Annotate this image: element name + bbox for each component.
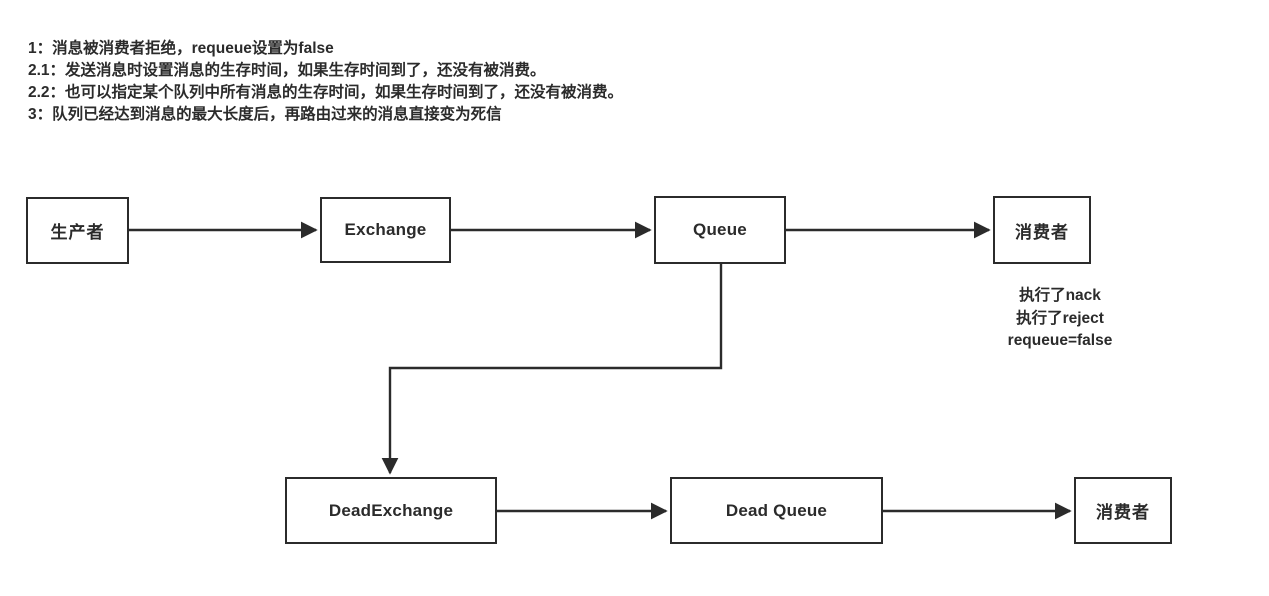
nack-annotation: 执行了nack 执行了reject requeue=false <box>960 285 1160 353</box>
node-dead-exchange-label: DeadExchange <box>328 500 454 520</box>
node-dead-queue-label: Dead Queue <box>725 500 828 520</box>
nack-annotation-line-1: 执行了nack <box>1019 287 1101 304</box>
node-producer-label: 生产者 <box>50 223 105 242</box>
node-exchange[interactable]: Exchange <box>320 197 451 263</box>
nack-annotation-line-3: requeue=false <box>1007 332 1113 349</box>
note-line-3: 2.2：也可以指定某个队列中所有消息的生存时间，如果生存时间到了，还没有被消费。 <box>28 84 624 101</box>
notes-block: 1：消息被消费者拒绝，requeue设置为false 2.1：发送消息时设置消息… <box>28 38 1128 126</box>
node-queue-label: Queue <box>693 220 747 239</box>
node-exchange-label: Exchange <box>344 220 427 239</box>
note-line-2: 2.1：发送消息时设置消息的生存时间，如果生存时间到了，还没有被消费。 <box>28 62 546 79</box>
node-dead-queue[interactable]: Dead Queue <box>670 477 883 544</box>
nack-annotation-line-2: 执行了reject <box>1016 309 1104 327</box>
edge-queue-deadexchange <box>381 264 723 475</box>
node-consumer-main[interactable]: 消费者 <box>993 196 1091 264</box>
node-producer[interactable]: 生产者 <box>26 197 129 264</box>
note-line-4: 3：队列已经达到消息的最大长度后，再路由过来的消息直接变为死信 <box>28 106 502 123</box>
node-consumer-main-label: 消费者 <box>1015 222 1069 242</box>
node-dead-exchange[interactable]: DeadExchange <box>285 477 497 544</box>
node-consumer-dead[interactable]: 消费者 <box>1074 477 1172 544</box>
note-line-1: 1：消息被消费者拒绝，requeue设置为false <box>28 40 334 57</box>
node-consumer-dead-label: 消费者 <box>1096 503 1150 522</box>
node-queue[interactable]: Queue <box>654 196 786 264</box>
